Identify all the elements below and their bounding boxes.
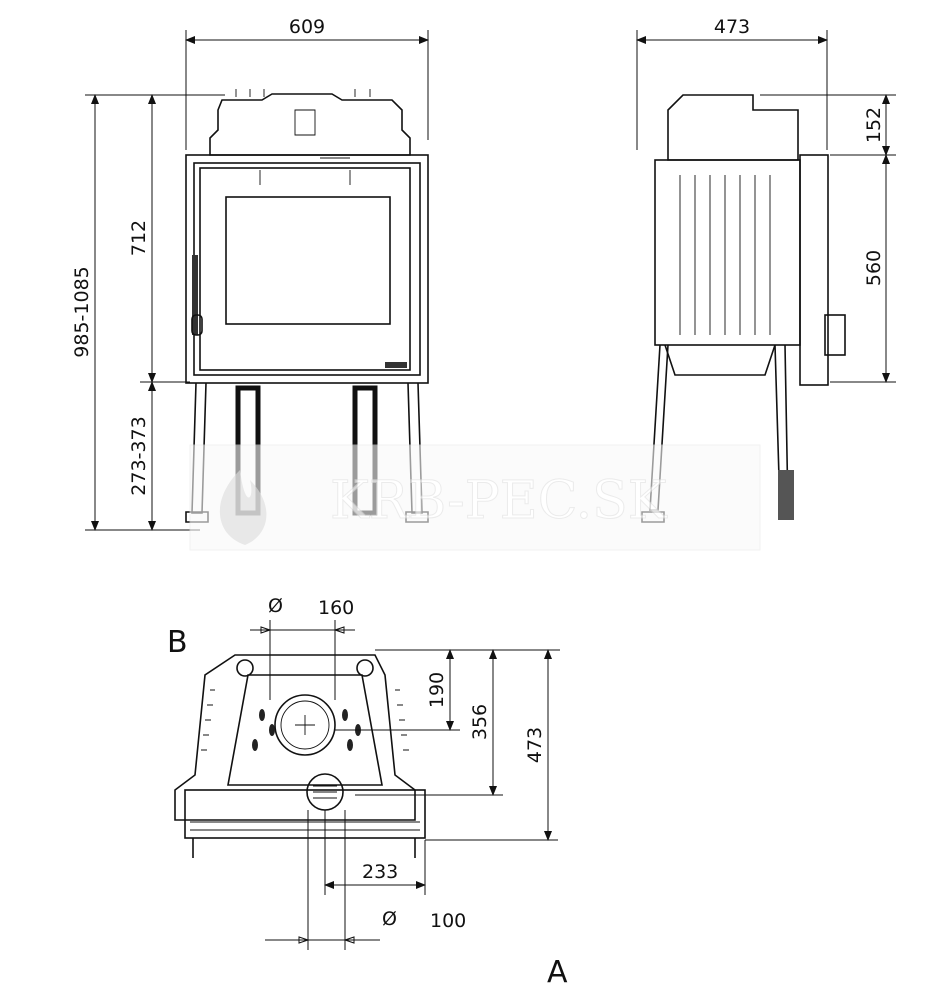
dim-air-offset: 356	[469, 704, 491, 740]
side-dimensions: 473 152 560	[636, 16, 896, 383]
air-diameter-symbol: Ø	[382, 908, 397, 930]
dim-side-body-height: 560	[863, 250, 885, 286]
dim-leg-height: 273-373	[128, 416, 150, 495]
label-a: A	[547, 955, 568, 990]
dim-total-height: 985-1085	[71, 266, 93, 357]
label-b: B	[167, 625, 188, 660]
dim-flue-diameter: 160	[318, 597, 354, 619]
dim-air-diameter: 100	[430, 910, 466, 932]
front-dimensions: 609 985-1085 712 273-373	[71, 16, 429, 531]
dim-flue-offset: 190	[426, 672, 448, 708]
dim-top-height: 152	[863, 107, 885, 143]
dim-top-depth: 473	[524, 727, 546, 763]
watermark-text: KRB-PEC.SK	[330, 471, 668, 531]
dim-air-side-offset: 233	[362, 861, 398, 883]
top-view: B	[167, 625, 426, 858]
dim-body-height: 712	[128, 220, 150, 256]
dim-width: 609	[289, 16, 325, 38]
watermark: KRB-PEC.SK	[189, 444, 761, 551]
dim-depth: 473	[714, 16, 750, 38]
flue-diameter-symbol: Ø	[268, 595, 283, 617]
side-view	[641, 94, 846, 523]
top-dimensions: Ø 160 190 356 473 233 Ø 100 A	[250, 595, 568, 990]
